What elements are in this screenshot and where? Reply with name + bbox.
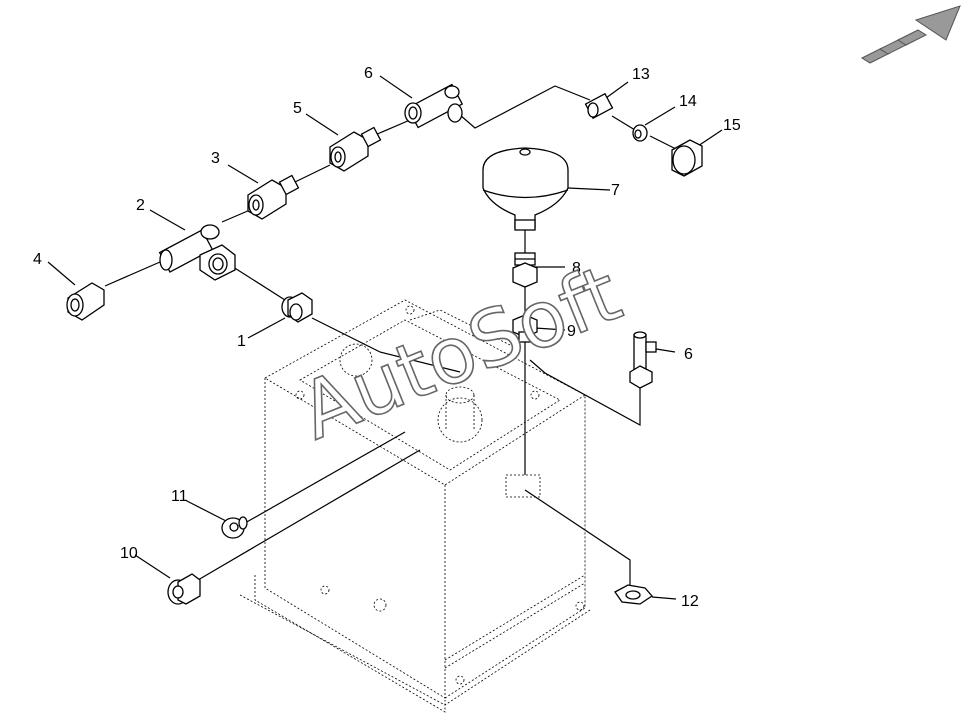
part-fitting-9	[512, 314, 538, 343]
part-ferrule-14	[632, 124, 648, 142]
part-tee-6-top	[404, 83, 464, 129]
watermark: AutoSoft	[288, 249, 632, 458]
callout-4: 4	[33, 251, 42, 268]
part-plug-11	[221, 516, 248, 539]
part-nut-12	[614, 584, 653, 605]
callout-5: 5	[293, 100, 302, 117]
callout-10: 10	[120, 545, 138, 562]
part-accumulator-7	[482, 147, 569, 231]
callout-14: 14	[679, 93, 697, 110]
callout-1: 1	[237, 333, 246, 350]
callout-11: 11	[171, 488, 188, 505]
part-adapter-1	[281, 292, 313, 323]
part-sleeve-13	[584, 92, 614, 120]
part-tee-6-right	[629, 331, 657, 389]
callout-6-right: 6	[684, 346, 693, 363]
callout-6-top: 6	[364, 65, 373, 82]
direction-arrow-icon	[860, 5, 961, 64]
callout-2: 2	[136, 197, 145, 214]
part-plug-10	[167, 573, 201, 605]
callout-3: 3	[211, 150, 220, 167]
callout-labels: 1 2 3 4 5 6 6 7 8 9 10 11 12 13 14 15	[33, 65, 741, 610]
callout-13: 13	[632, 66, 650, 83]
part-nut-4	[66, 282, 105, 321]
part-cap-nut-15	[671, 139, 703, 177]
part-fitting-8	[512, 252, 538, 288]
hydraulic-tank	[239, 299, 591, 713]
callout-9: 9	[567, 323, 576, 340]
callout-12: 12	[681, 593, 699, 610]
part-tee-2	[158, 224, 236, 281]
part-adapter-5	[329, 126, 382, 172]
callout-8: 8	[572, 260, 581, 277]
callout-15: 15	[723, 117, 741, 134]
part-adapter-3	[247, 174, 300, 220]
callout-7: 7	[611, 182, 620, 199]
connector-lines	[47, 75, 723, 600]
